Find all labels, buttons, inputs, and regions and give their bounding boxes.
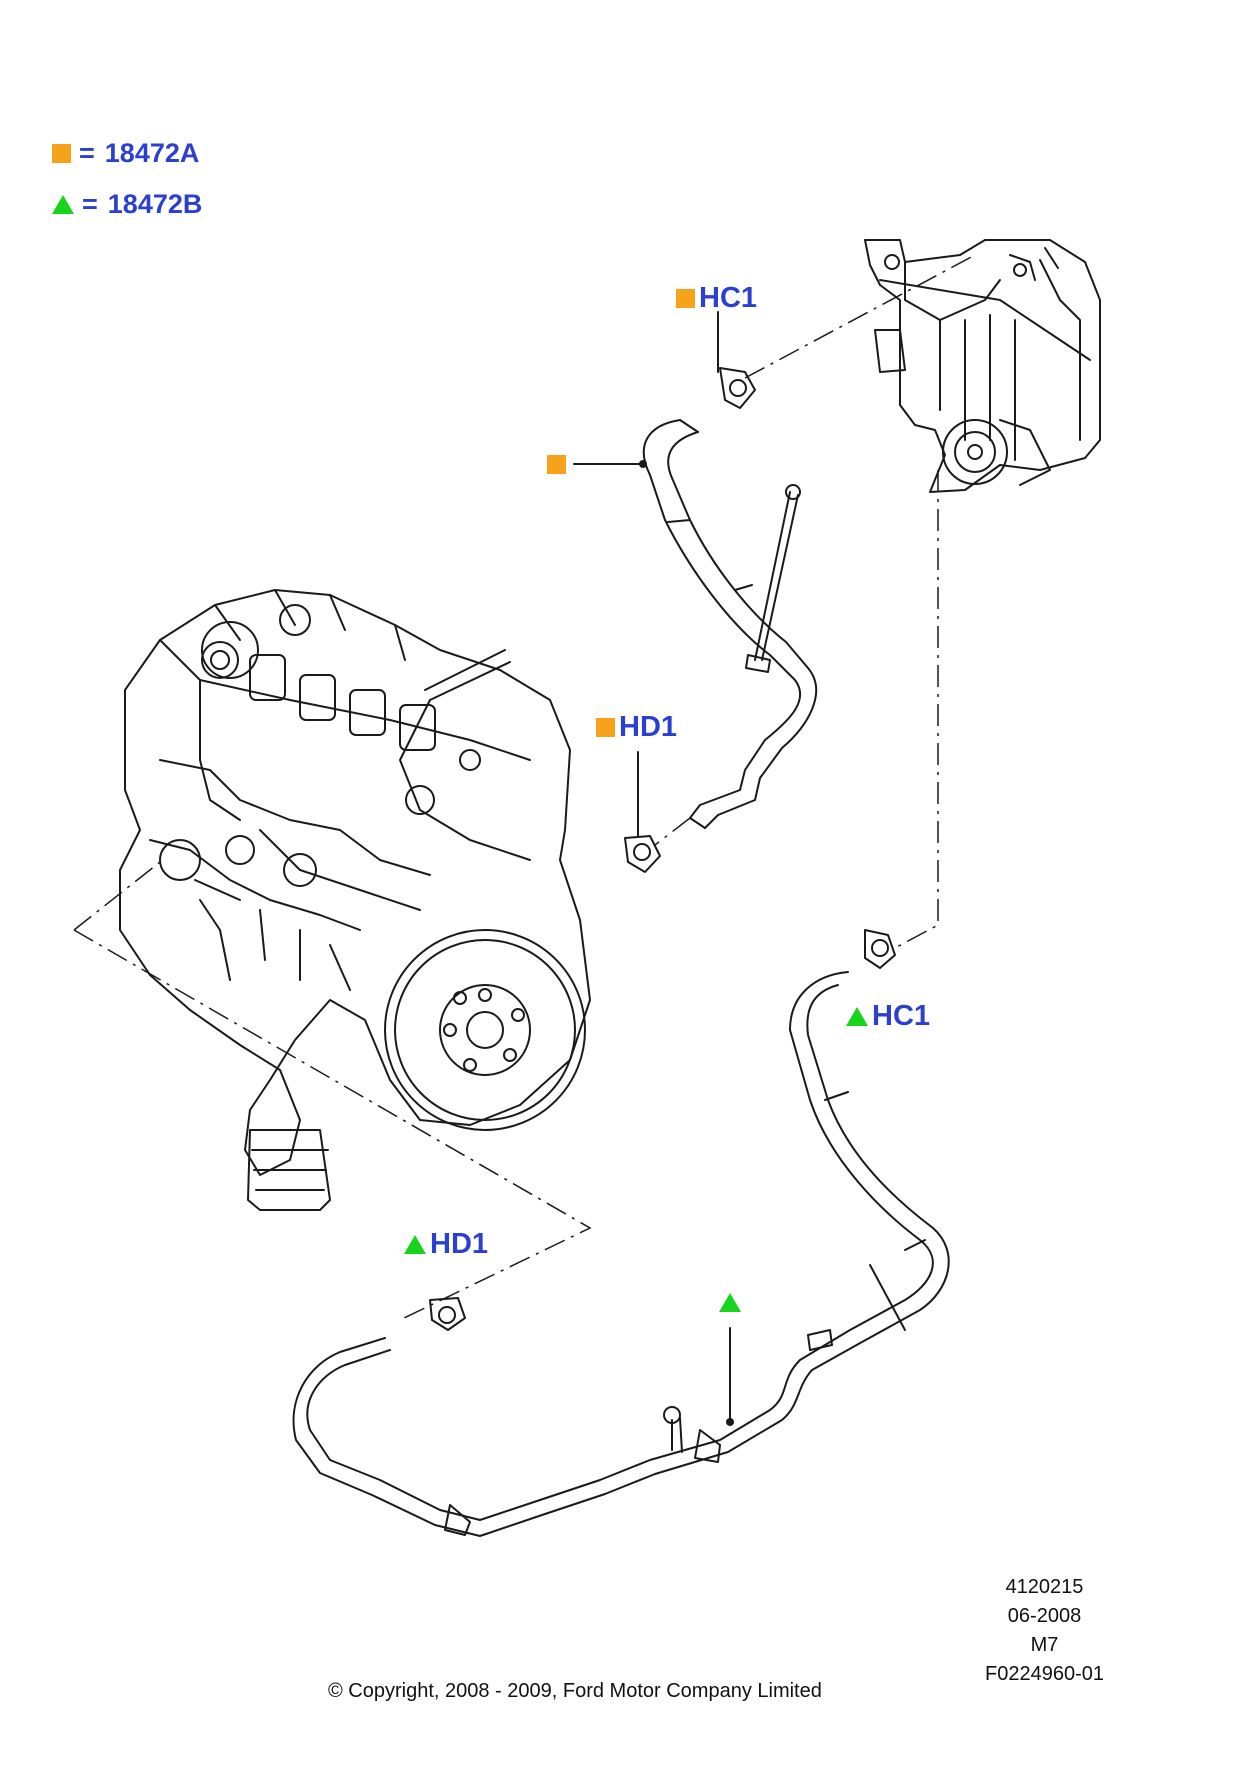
copyright-notice: © Copyright, 2008 - 2009, Ford Motor Com…	[328, 1680, 822, 1702]
attach-dot-18472A	[639, 460, 647, 468]
figure-number: F0224960-01	[985, 1663, 1104, 1685]
legend-equals: =	[82, 188, 98, 219]
drawing-metadata: 4120215 06-2008 M7 F0224960-01	[985, 1573, 1104, 1689]
clip-hd1-lower-drawing	[429, 1297, 466, 1331]
clip-hc1-upper-drawing	[719, 367, 756, 409]
centerline-right	[894, 470, 939, 949]
green-triangle-icon	[52, 194, 74, 214]
centerline-hd1-upper	[654, 817, 691, 846]
callout-hc1-upper: HC1	[676, 282, 757, 315]
callout-hd1-lower: HD1	[404, 1228, 488, 1261]
callout-hc1-lower: HC1	[846, 1000, 930, 1033]
engine-drawing	[119, 589, 591, 1211]
legend-part-number: 18472B	[107, 188, 203, 219]
centerline-upper	[744, 254, 976, 379]
green-triangle-icon	[404, 1235, 426, 1254]
illustration-number: 4120215	[1005, 1576, 1084, 1598]
callout-label: HD1	[430, 1228, 489, 1260]
legend-part-number: 18472A	[104, 137, 200, 168]
clip-hd1-upper-drawing	[624, 835, 661, 873]
clip-hc1-lower-drawing	[864, 929, 896, 969]
green-triangle-icon	[846, 1007, 868, 1026]
legend-equals: =	[79, 137, 95, 168]
orange-square-icon	[52, 143, 71, 163]
marker-18472B-triangle-icon	[719, 1293, 741, 1312]
legend-row-18472A: = 18472A	[52, 136, 199, 170]
centerline-engine	[73, 861, 592, 1321]
legend-row-18472B: = 18472B	[52, 187, 202, 221]
orange-square-icon	[596, 718, 615, 737]
upper-hose-18472A-drawing	[642, 419, 818, 829]
callout-hd1-upper: HD1	[596, 711, 677, 744]
lower-hose-18472B-drawing	[292, 971, 950, 1537]
callout-label: HC1	[699, 282, 758, 314]
marker-18472A-square-icon	[547, 455, 566, 474]
illustration-date: 06-2008	[1007, 1605, 1082, 1627]
attach-dot-18472B	[726, 1418, 734, 1426]
heater-unit-drawing	[864, 239, 1101, 493]
orange-square-icon	[676, 289, 695, 308]
callout-label: HD1	[619, 711, 678, 743]
callout-label: HC1	[872, 1000, 931, 1032]
illustration-code: M7	[1030, 1634, 1059, 1656]
